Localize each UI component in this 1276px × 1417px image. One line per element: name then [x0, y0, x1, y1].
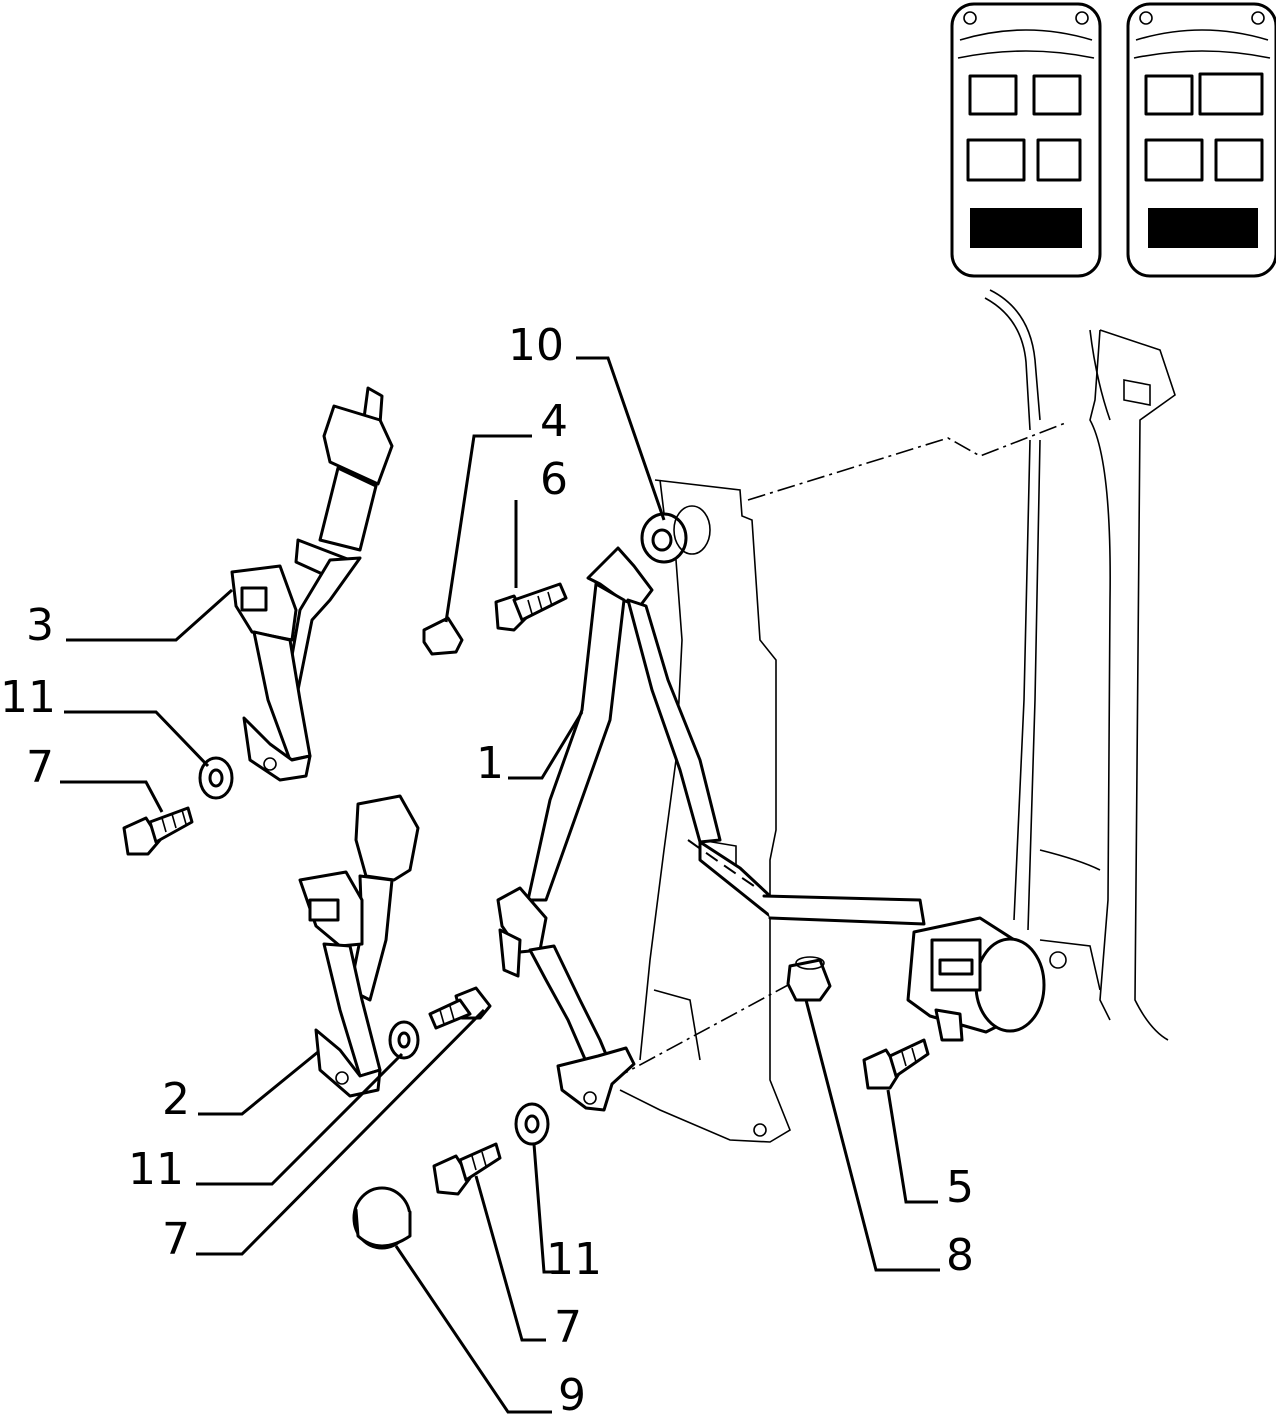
cap-part-9: [352, 1186, 412, 1250]
car-body-outline: [619, 289, 1176, 1143]
callout-4: 4: [540, 396, 568, 447]
callout-3: 3: [26, 600, 54, 651]
cap-part-4: [422, 616, 464, 656]
washer-part-10: [640, 505, 711, 564]
washer-part-11-upper: [198, 756, 234, 800]
bolt-part-5: [862, 1038, 930, 1090]
callout-7-middle: 7: [162, 1214, 190, 1265]
car-variant-icon-left: [950, 2, 1102, 278]
callout-1: 1: [476, 738, 504, 789]
seat-belt-assembly-part-1: [496, 546, 1046, 1112]
bolt-part-7-middle: [428, 986, 492, 1030]
callout-7-lower: 7: [554, 1302, 582, 1353]
callout-11-upper: 11: [0, 672, 56, 723]
buckle-part-2: [298, 794, 420, 1098]
bolt-part-6: [494, 582, 568, 632]
callout-2: 2: [162, 1074, 190, 1125]
bolt-part-7-lower: [432, 1142, 502, 1196]
leader-lines: [60, 356, 940, 1414]
callout-labels: 10 4 6 3 11 7 1 2 11 7 5 8 11 7 9: [0, 320, 974, 1417]
callout-7-upper: 7: [26, 742, 54, 793]
callout-9: 9: [558, 1370, 586, 1417]
callout-10: 10: [508, 320, 564, 371]
bolt-part-7-upper: [122, 806, 194, 856]
callout-6: 6: [540, 454, 568, 505]
alignment-lines: [611, 421, 1069, 1081]
callout-11-lower: 11: [546, 1234, 602, 1285]
washer-part-11-middle: [388, 1020, 420, 1060]
buckle-part-3: [230, 386, 394, 782]
callout-5: 5: [946, 1162, 974, 1213]
spacer-part-8: [786, 956, 832, 1002]
washer-part-11-lower: [514, 1102, 550, 1146]
car-variant-icon-right: [1126, 2, 1276, 278]
callout-8: 8: [946, 1230, 974, 1281]
callout-11-middle: 11: [128, 1144, 184, 1195]
